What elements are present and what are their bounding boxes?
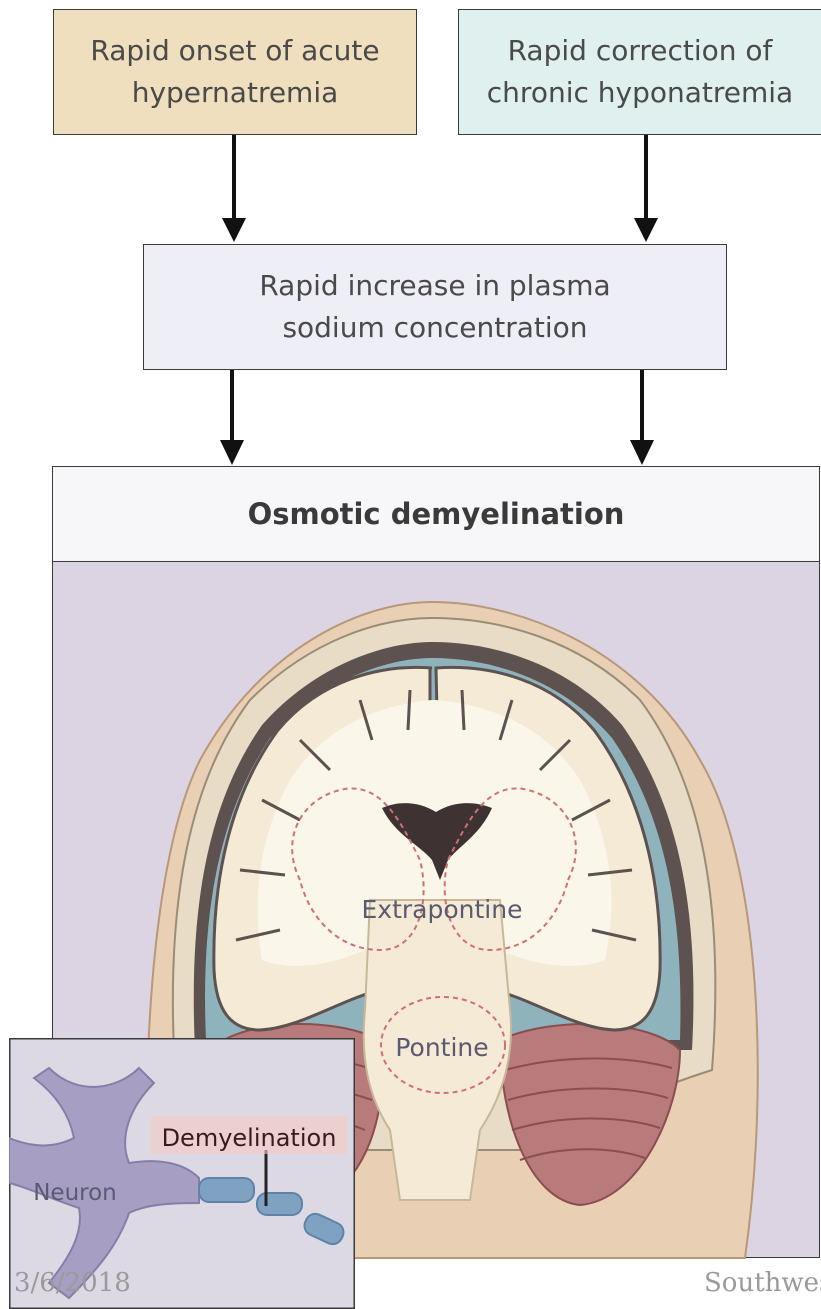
neuron-label: Neuron [33,1180,117,1206]
extrapontine-label: Extrapontine [362,895,523,924]
footer-source: Southwes [704,1268,821,1298]
demyelination-label: Demyelination [162,1124,337,1152]
pontine-label: Pontine [395,1033,488,1062]
footer-date: 3/6/2018 [14,1268,131,1298]
